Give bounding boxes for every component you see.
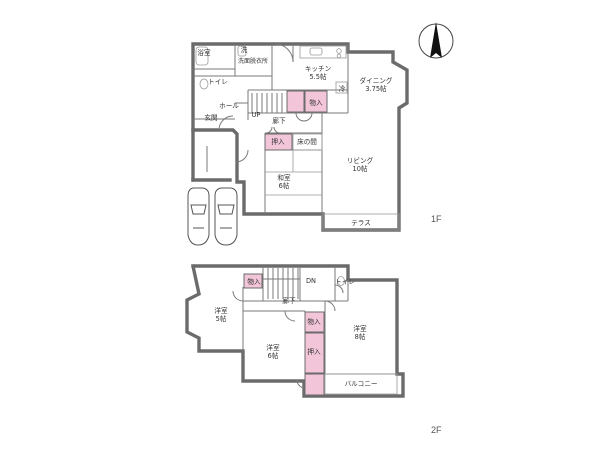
label-storage-1f: 物入: [309, 98, 323, 107]
floor-label-2f: 2F: [431, 425, 442, 435]
toilet-icon: [199, 78, 209, 90]
label-japanese-size: 6帖: [279, 181, 290, 190]
label-japanese: 和室: [277, 173, 291, 182]
kitchen-counter: [299, 45, 347, 59]
label-toilet-2f: トイレ: [335, 278, 355, 286]
label-dn: DN: [306, 277, 316, 285]
label-western-6: 洋室: [266, 343, 280, 352]
label-kitchen: キッチン: [305, 65, 332, 73]
label-dining-size: 3.75帖: [365, 84, 387, 93]
storage-2f-b: [304, 311, 325, 333]
north-arrow-icon: [418, 22, 454, 59]
bathtub-icon: [195, 46, 209, 66]
label-hall: ホール: [219, 102, 239, 110]
label-corridor-2f: 廊下: [282, 296, 296, 305]
label-western-5-size: 5帖: [216, 314, 227, 323]
label-kitchen-size: 5.5帖: [309, 72, 326, 81]
label-entrance: 玄関: [204, 113, 218, 122]
toilet-icon: [337, 276, 345, 286]
closet-1f: [264, 133, 293, 151]
label-closet-1f: 押入: [271, 137, 285, 146]
label-western-8-size: 8帖: [355, 332, 366, 341]
car-icon: [187, 187, 210, 246]
label-storage-2f-mid: 物入: [307, 317, 321, 326]
sink-icon: [309, 47, 323, 56]
label-living-size: 10帖: [353, 164, 368, 173]
terrace: [322, 213, 400, 231]
alcove: [292, 133, 323, 151]
label-western-8: 洋室: [353, 324, 367, 333]
floor-1f: 浴室 洗 洗面脱衣所 トイレ キッチン 5.5帖 ダイニング 3.75帖 冷 ホ…: [187, 42, 442, 246]
closet-2f-lower: [304, 373, 325, 396]
balcony: [324, 373, 398, 395]
label-toilet-1f: トイレ: [208, 78, 228, 86]
label-dining: ダイニング: [360, 76, 393, 85]
label-living: リビング: [347, 156, 374, 165]
label-bath: 浴室: [197, 48, 211, 57]
fridge-icon: [335, 81, 348, 94]
label-closet-2f: 押入: [307, 347, 321, 356]
closet-2f: [304, 332, 325, 374]
label-balcony: バルコニー: [345, 380, 378, 388]
label-terrace: テラス: [351, 219, 371, 227]
stove-icon: [336, 48, 342, 54]
label-western-5: 洋室: [214, 306, 228, 315]
label-alcove: 床の間: [297, 137, 317, 146]
label-storage-2f-top: 物入: [247, 277, 261, 286]
tatami-pattern: [265, 150, 322, 196]
floor-label-1f: 1F: [431, 214, 442, 224]
sink-icon: [237, 45, 247, 57]
car-icon: [214, 187, 238, 246]
storage-1f-a: [286, 90, 305, 113]
label-washroom: 洗面脱衣所: [238, 57, 268, 65]
label-corridor-1f: 廊下: [272, 116, 286, 125]
label-up: UP: [252, 111, 261, 119]
floor-1f-walls: [191, 42, 409, 232]
storage-2f-a: [243, 273, 263, 289]
floor-2f-walls: [185, 263, 405, 398]
label-fridge: 冷: [339, 84, 346, 93]
label-western-6-size: 6帖: [268, 351, 279, 360]
label-wash: 洗: [241, 45, 248, 54]
floor-2f: 物入 DN トイレ 廊下 洋室 5帖 洋室 6帖 洋室 8帖 物入 押入 バルコ…: [185, 263, 442, 435]
storage-1f-b: [304, 90, 328, 113]
